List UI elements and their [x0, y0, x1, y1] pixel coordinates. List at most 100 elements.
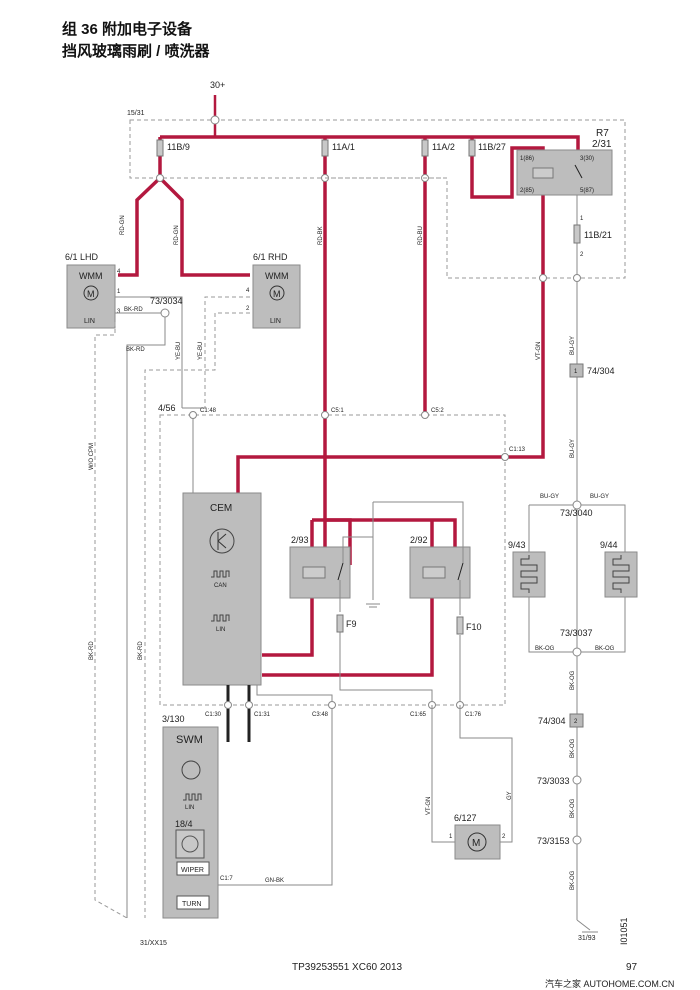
page-subtitle: 挡风玻璃雨刷 / 喷洗器 — [62, 43, 210, 60]
connector-c3-48: C3:48 — [312, 712, 329, 718]
wiper-motor-rhd: 6/1 RHD WMM M LIN 4 2 — [246, 252, 301, 329]
svg-text:2/92: 2/92 — [410, 535, 428, 545]
connector-74-304-bottom — [569, 713, 584, 728]
connector-c5-1: C5:1 — [331, 408, 344, 414]
svg-text:CAN: CAN — [214, 583, 227, 589]
wire-label: W/O CPM — [89, 443, 95, 470]
fuse-11b27: 11B/27 — [468, 139, 506, 157]
svg-text:2: 2 — [246, 306, 250, 312]
fuse-11b21: 11B/21 1 2 — [573, 216, 612, 258]
svg-text:WIPER: WIPER — [181, 867, 204, 874]
fuse-11a1: 11A/1 — [321, 139, 355, 157]
svg-text:LIN: LIN — [185, 805, 194, 811]
connector-c5-2: C5:2 — [431, 408, 444, 414]
svg-text:3(30): 3(30) — [580, 156, 594, 162]
connector-pin: 2 — [574, 719, 578, 725]
svg-text:11B/9: 11B/9 — [167, 142, 190, 152]
svg-text:18/4: 18/4 — [175, 819, 193, 829]
watermark: 汽车之家 AUTOHOME.COM.CN — [545, 979, 675, 989]
wire-label: BK-RD — [138, 641, 144, 660]
svg-text:SWM: SWM — [176, 734, 203, 746]
turn-switch — [176, 895, 210, 910]
fusebox-outline — [129, 119, 626, 279]
washer-heater-9-43: 9/43 — [508, 540, 546, 598]
svg-text:R7: R7 — [596, 128, 609, 139]
fuse-11a2: 11A/2 — [421, 139, 455, 157]
wire-label: BK-OG — [570, 738, 576, 758]
fuse-f10: F10 — [456, 616, 482, 635]
wire-label: BK-OG — [570, 670, 576, 690]
relay-r7: R7 2/31 1(86) 2(85) 3(30) 5(87) — [516, 128, 613, 196]
cem-module: CEM CAN LIN — [182, 492, 262, 686]
svg-text:LIN: LIN — [84, 318, 95, 325]
connector-c1-30: C1:30 — [205, 712, 222, 718]
wire-label: RD-GN — [120, 215, 126, 235]
splice-73-3034 — [160, 308, 170, 318]
connector-c1-13: C1:13 — [509, 447, 526, 453]
svg-text:2/93: 2/93 — [291, 535, 309, 545]
svg-text:M: M — [273, 289, 281, 299]
svg-text:11B/27: 11B/27 — [478, 142, 506, 152]
svg-text:F9: F9 — [346, 619, 357, 629]
connector-74-304-top — [569, 363, 584, 378]
fuse-f9: F9 — [336, 614, 357, 633]
wire-label: VT-GN — [536, 342, 542, 360]
connector-74-304-label: 74/304 — [587, 366, 615, 376]
svg-text:1: 1 — [449, 834, 453, 840]
svg-text:WMM: WMM — [265, 271, 289, 281]
wire-label: BK-OG — [535, 646, 555, 652]
svg-text:TURN: TURN — [182, 901, 201, 908]
page-number: 97 — [626, 962, 638, 973]
wire-label-bk-rd: BK-RD — [126, 347, 145, 353]
ground-icon — [576, 919, 598, 933]
wire-label: BU-GY — [590, 494, 609, 500]
svg-text:9/43: 9/43 — [508, 540, 526, 550]
svg-text:1(86): 1(86) — [520, 156, 534, 162]
svg-text:WMM: WMM — [79, 271, 103, 281]
connector-74-304-label: 74/304 — [538, 716, 566, 726]
splice-73-3033-label: 73/3033 — [537, 776, 570, 786]
splice-73-3037-label: 73/3037 — [560, 628, 593, 638]
wire-label: BK-OG — [595, 646, 615, 652]
svg-text:M: M — [472, 838, 480, 849]
wire-label: GN-BK — [265, 878, 284, 884]
connector-pin: 1 — [574, 369, 578, 375]
wire-label: RD-BK — [318, 226, 324, 245]
svg-text:CEM: CEM — [210, 503, 232, 514]
svg-text:3: 3 — [117, 309, 121, 315]
wire-label: BU-GY — [570, 336, 576, 355]
wire-label: BK-OG — [570, 870, 576, 890]
svg-text:6/127: 6/127 — [454, 813, 477, 823]
wire-rd-gn-rhd — [158, 176, 250, 277]
splice-73-3040 — [572, 500, 582, 510]
connector-c1-48: C1:48 — [200, 408, 217, 414]
connector-c1-31: C1:31 — [254, 712, 271, 718]
wire-vt-gn — [236, 137, 545, 495]
splice-73-3034-label: 73/3034 — [150, 296, 183, 306]
svg-text:11A/2: 11A/2 — [432, 142, 455, 152]
svg-text:3/130: 3/130 — [162, 714, 185, 724]
wire-label: YE-BU — [198, 342, 204, 360]
wire-label: BU-GY — [540, 494, 559, 500]
supply-label: 30+ — [210, 80, 225, 90]
splice-73-3040-label: 73/3040 — [560, 508, 593, 518]
wire-label: BK-OG — [570, 798, 576, 818]
wire-label: RD-BU — [418, 226, 424, 245]
washer-heater-9-44: 9/44 — [600, 540, 638, 598]
svg-text:F10: F10 — [466, 622, 482, 632]
svg-text:11B/21: 11B/21 — [584, 230, 612, 240]
wire-label: VT-GN — [426, 797, 432, 815]
splice-73-3033 — [572, 775, 582, 785]
ground-31-93: 31/93 — [578, 935, 596, 942]
footer-doc: TP39253551 XC60 2013 — [292, 962, 403, 973]
splice-73-3153 — [572, 835, 582, 845]
wiper-switch — [176, 861, 210, 876]
ground-31-xx15: 31/XX15 — [140, 940, 167, 947]
svg-text:1: 1 — [580, 216, 584, 222]
svg-text:5(87): 5(87) — [580, 188, 594, 194]
wire-label: BU-GY — [570, 439, 576, 458]
svg-text:2: 2 — [580, 252, 584, 258]
fusebox-label: 15/31 — [127, 110, 145, 117]
supply-node — [210, 115, 220, 125]
